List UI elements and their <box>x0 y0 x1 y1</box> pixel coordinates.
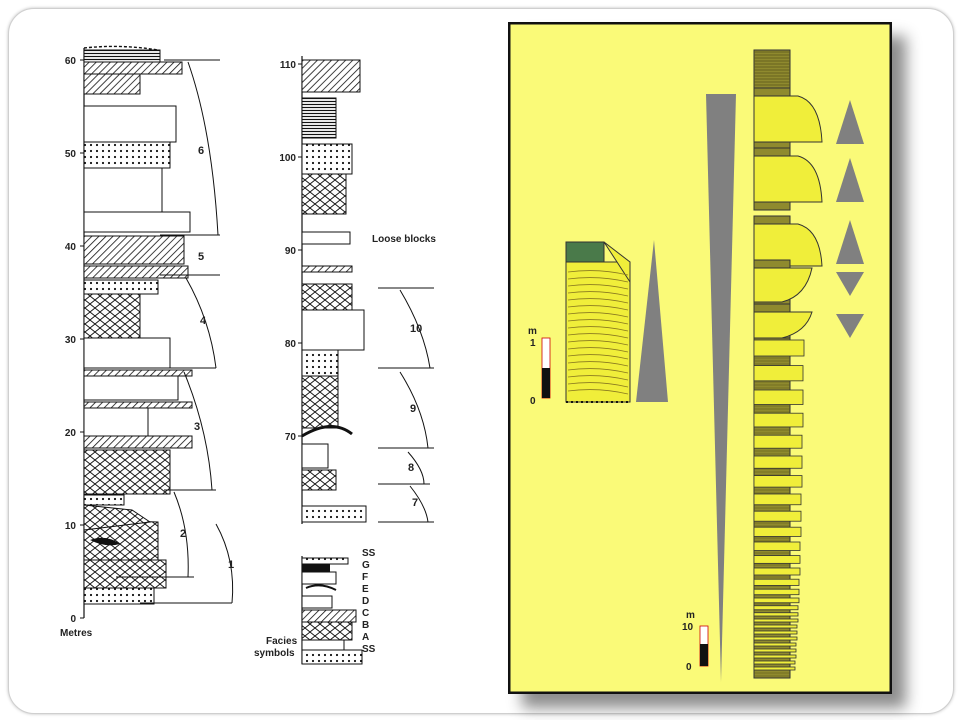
large-scale-unit: m <box>686 610 695 621</box>
column2-beds <box>301 59 367 523</box>
depth-tick: 80 <box>285 339 297 350</box>
cycle-schematic-svg: m 1 0 m 10 0 <box>507 21 893 695</box>
depth-tick: 50 <box>65 149 77 160</box>
cycle-number: 9 <box>410 403 416 415</box>
large-scale-bottom: 0 <box>686 662 692 673</box>
facies-code: B <box>362 620 369 631</box>
column2-ticks: 70 80 90 100 110 <box>279 60 302 443</box>
depth-tick: 40 <box>65 242 77 253</box>
facies-code: A <box>362 632 369 643</box>
column2-cycle-numbers: 7 8 9 10 <box>408 323 422 509</box>
cycle-number: 8 <box>408 462 414 474</box>
facies-code: G <box>362 560 370 571</box>
facies-title-line2: symbols <box>254 648 295 659</box>
facies-code: D <box>362 596 369 607</box>
cycle-number: 5 <box>198 251 204 263</box>
depth-tick: 30 <box>65 335 77 346</box>
depth-tick: 20 <box>65 428 77 439</box>
column2-cycle-brackets <box>378 287 434 523</box>
stratigraphic-log-figure: 0 10 20 30 40 50 60 <box>40 40 480 680</box>
loose-blocks-label: Loose blocks <box>372 234 436 245</box>
large-scale-top: 10 <box>682 622 694 633</box>
facies-key-column <box>301 556 363 665</box>
large-wedge <box>706 94 736 682</box>
cycle-number: 6 <box>198 145 204 157</box>
depth-tick: 0 <box>70 614 76 625</box>
depth-tick: 60 <box>65 56 77 67</box>
small-log <box>565 241 631 403</box>
trend-triangle <box>836 158 864 202</box>
cycle-number: 2 <box>180 528 186 540</box>
trend-triangle <box>836 100 864 144</box>
cycle-schematic-figure: m 1 0 m 10 0 <box>507 21 893 695</box>
trend-triangles <box>836 100 864 338</box>
depth-tick: 70 <box>285 432 297 443</box>
small-scale-unit: m <box>528 326 537 337</box>
column1-beds <box>83 45 193 605</box>
depth-tick: 100 <box>279 153 296 164</box>
facies-code: SS <box>362 548 376 559</box>
facies-title-line1: Facies <box>266 636 298 647</box>
small-wedge <box>636 240 668 402</box>
depth-tick: 110 <box>280 60 297 71</box>
cycle-number: 4 <box>200 315 207 327</box>
facies-code: SS <box>362 644 376 655</box>
small-scale-bottom: 0 <box>530 396 536 407</box>
facies-code: F <box>362 572 368 583</box>
cycle-number: 1 <box>228 559 234 571</box>
column1-cycle-brackets <box>116 59 234 604</box>
cycle-number: 3 <box>194 421 200 433</box>
cycle-number: 10 <box>410 323 422 335</box>
cycle-number: 7 <box>412 497 418 509</box>
facies-code: E <box>362 584 369 595</box>
trend-triangle <box>836 314 864 338</box>
small-scale-top: 1 <box>530 338 536 349</box>
large-scale-bar: m 10 0 <box>682 610 709 673</box>
column1-cycle-numbers: 1 2 3 4 5 6 <box>180 145 234 571</box>
trend-triangle <box>836 220 864 264</box>
depth-tick: 10 <box>65 521 77 532</box>
facies-code: C <box>362 608 369 619</box>
depth-tick: 90 <box>285 246 297 257</box>
depth-unit-label: Metres <box>60 628 93 639</box>
small-scale-bar: m 1 0 <box>528 326 551 407</box>
trend-triangle <box>836 272 864 296</box>
tall-log <box>753 49 823 679</box>
stratigraphic-log-svg: 0 10 20 30 40 50 60 <box>60 45 436 665</box>
column1-ticks: 0 10 20 30 40 50 60 <box>65 56 84 625</box>
